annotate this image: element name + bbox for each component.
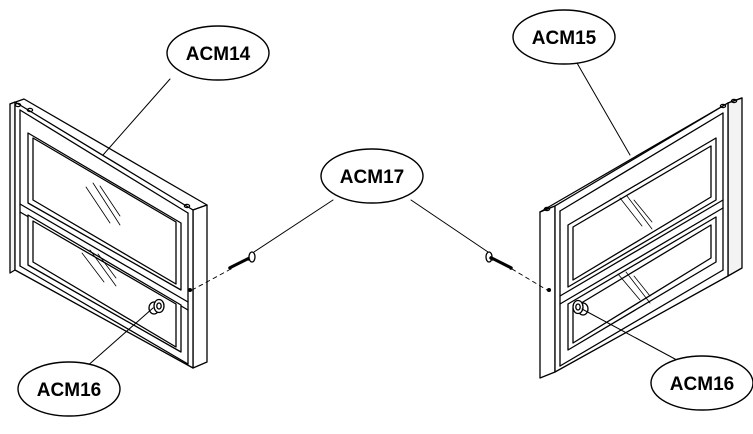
screw-left [228, 251, 256, 270]
callout-acm15 [512, 9, 616, 65]
label-acm14: ACM14 [186, 44, 251, 65]
assembly-guides [191, 268, 548, 291]
right-glass-door [539, 97, 743, 379]
callout-acm14 [166, 25, 270, 81]
label-acm15: ACM15 [532, 28, 597, 49]
callout-acm16-right [650, 355, 753, 411]
callout-acm17 [320, 148, 424, 204]
label-acm17: ACM17 [340, 167, 404, 188]
label-acm16-right: ACM16 [670, 374, 734, 395]
label-acm16-left: ACM16 [37, 380, 101, 401]
knob-left [148, 298, 165, 315]
leader-lines [84, 62, 689, 369]
left-glass-door [9, 98, 208, 369]
screw-right [485, 251, 513, 270]
callout-acm16-left [17, 361, 121, 417]
